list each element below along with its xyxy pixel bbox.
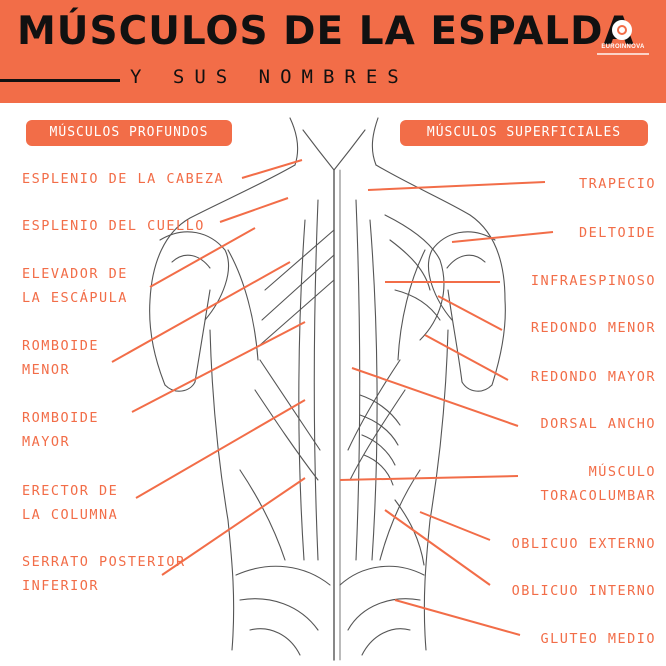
label-dorsal-ancho: DORSAL ANCHO: [540, 416, 656, 432]
label-esplenio-cabeza: ESPLENIO DE LA CABEZA: [22, 171, 225, 187]
label-romboide-mayor: ROMBOIDE MAYOR: [22, 406, 99, 454]
section-deep-muscles: MÚSCULOS PROFUNDOS: [26, 120, 232, 146]
page-title: MÚSCULOS DE LA ESPALDA: [17, 9, 635, 54]
label-deltoide: DELTOIDE: [578, 225, 656, 241]
label-romboide-menor: ROMBOIDE MENOR: [22, 334, 99, 382]
label-line: ROMBOIDE: [22, 410, 100, 426]
label-line: MENOR: [22, 362, 71, 378]
brand-logo: EUROINNOVA: [597, 20, 649, 60]
label-erector-columna: ERECTOR DE LA COLUMNA: [22, 479, 118, 527]
label-redondo-menor: REDONDO MENOR: [530, 320, 656, 336]
label-elevador-escapula: ELEVADOR DE LA ESCÁPULA: [22, 262, 128, 310]
label-line: MAYOR: [22, 434, 71, 450]
leader-lines-right: [339, 181, 554, 636]
section-superficial-muscles: MÚSCULOS SUPERFICIALES: [400, 120, 648, 146]
header-banner: MÚSCULOS DE LA ESPALDA Y SUS NOMBRES EUR…: [0, 0, 666, 103]
label-line: SERRATO POSTERIOR: [22, 554, 186, 570]
label-oblicuo-externo: OBLICUO EXTERNO: [511, 536, 656, 552]
logo-emblem-icon: [612, 20, 632, 40]
label-line: ERECTOR DE: [22, 483, 119, 499]
logo-tagline-bar: [597, 53, 649, 55]
page-subtitle: Y SUS NOMBRES: [130, 66, 409, 88]
label-musculo-toracolumbar: MÚSCULO TORACOLUMBAR: [540, 460, 656, 508]
label-line: LA ESCÁPULA: [22, 290, 128, 306]
label-oblicuo-interno: OBLICUO INTERNO: [511, 583, 656, 599]
label-line: MÚSCULO: [588, 464, 656, 480]
label-infraespinoso: INFRAESPINOSO: [530, 273, 656, 289]
label-line: LA COLUMNA: [22, 507, 119, 523]
title-underline: [0, 79, 120, 82]
label-gluteo-medio: GLUTEO MEDIO: [540, 631, 656, 647]
label-redondo-mayor: REDONDO MAYOR: [530, 369, 656, 385]
label-serrato-posterior: SERRATO POSTERIOR INFERIOR: [22, 550, 186, 598]
label-esplenio-cuello: ESPLENIO DEL CUELLO: [22, 218, 205, 234]
logo-text: EUROINNOVA: [601, 44, 645, 50]
leader-lines-left: [111, 159, 306, 576]
label-line: ROMBOIDE: [22, 338, 100, 354]
label-line: ELEVADOR DE: [22, 266, 128, 282]
body-sketch: [149, 117, 506, 661]
label-line: TORACOLUMBAR: [540, 488, 656, 504]
label-line: INFERIOR: [22, 578, 100, 594]
label-trapecio: TRAPECIO: [578, 176, 656, 192]
